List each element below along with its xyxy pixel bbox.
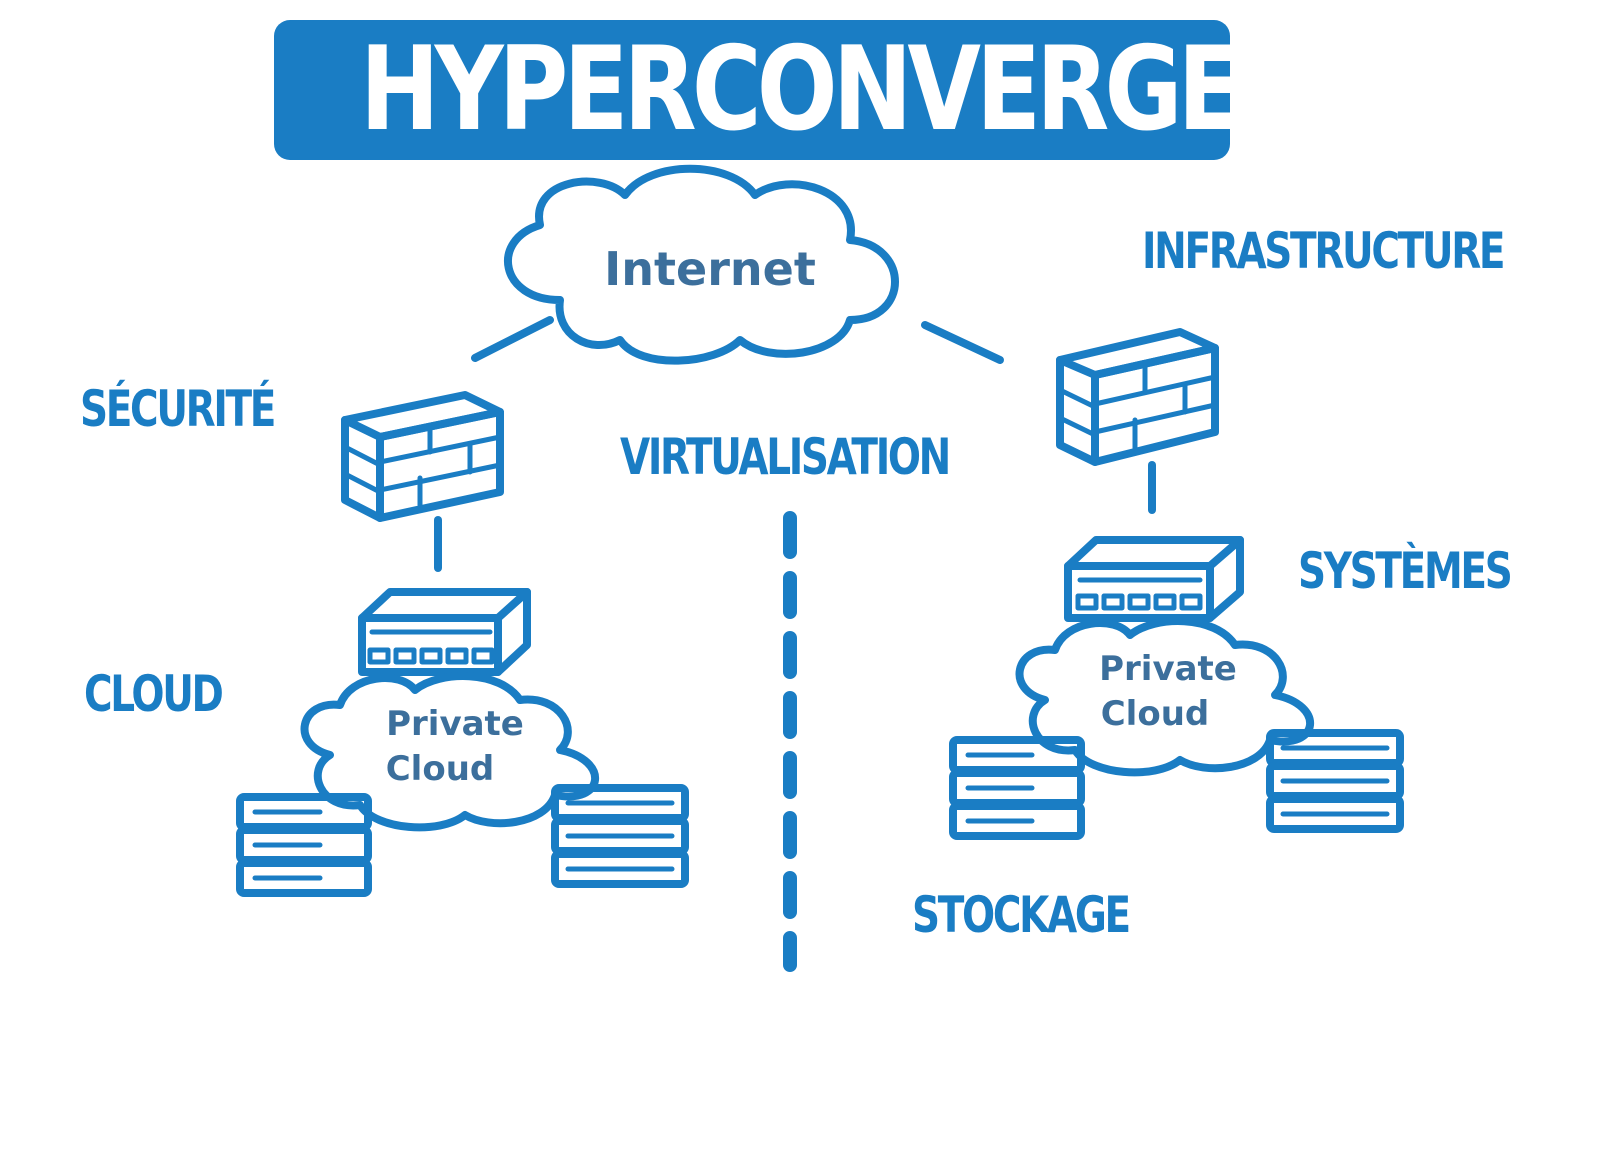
internet-label: Internet xyxy=(604,242,816,296)
right-compute-server-icon xyxy=(1270,733,1400,829)
left-switch-icon xyxy=(362,592,527,672)
left-cloud-label-line1: Private xyxy=(386,704,524,744)
label-securite: SÉCURITÉ xyxy=(80,380,274,438)
right-firewall-icon xyxy=(1060,332,1215,462)
left-firewall-icon xyxy=(345,395,500,518)
link-internet-right xyxy=(925,325,1000,360)
left-storage-server-icon xyxy=(240,797,368,893)
label-systemes: SYSTÈMES xyxy=(1298,542,1510,600)
right-cloud-label-line1: Private xyxy=(1099,649,1237,689)
label-cloud: CLOUD xyxy=(84,665,222,723)
left-cloud-label-line2: Cloud xyxy=(386,749,495,789)
link-internet-left xyxy=(475,320,550,358)
label-virtualisation: VIRTUALISATION xyxy=(620,428,949,486)
label-infrastructure: INFRASTRUCTURE xyxy=(1142,222,1503,280)
right-switch-icon xyxy=(1068,540,1240,618)
internet-cloud-icon: Internet xyxy=(508,169,895,361)
right-cloud-label-line2: Cloud xyxy=(1101,694,1210,734)
right-storage-server-icon xyxy=(953,740,1081,836)
label-stockage: STOCKAGE xyxy=(912,886,1129,944)
left-compute-server-icon xyxy=(555,788,685,884)
